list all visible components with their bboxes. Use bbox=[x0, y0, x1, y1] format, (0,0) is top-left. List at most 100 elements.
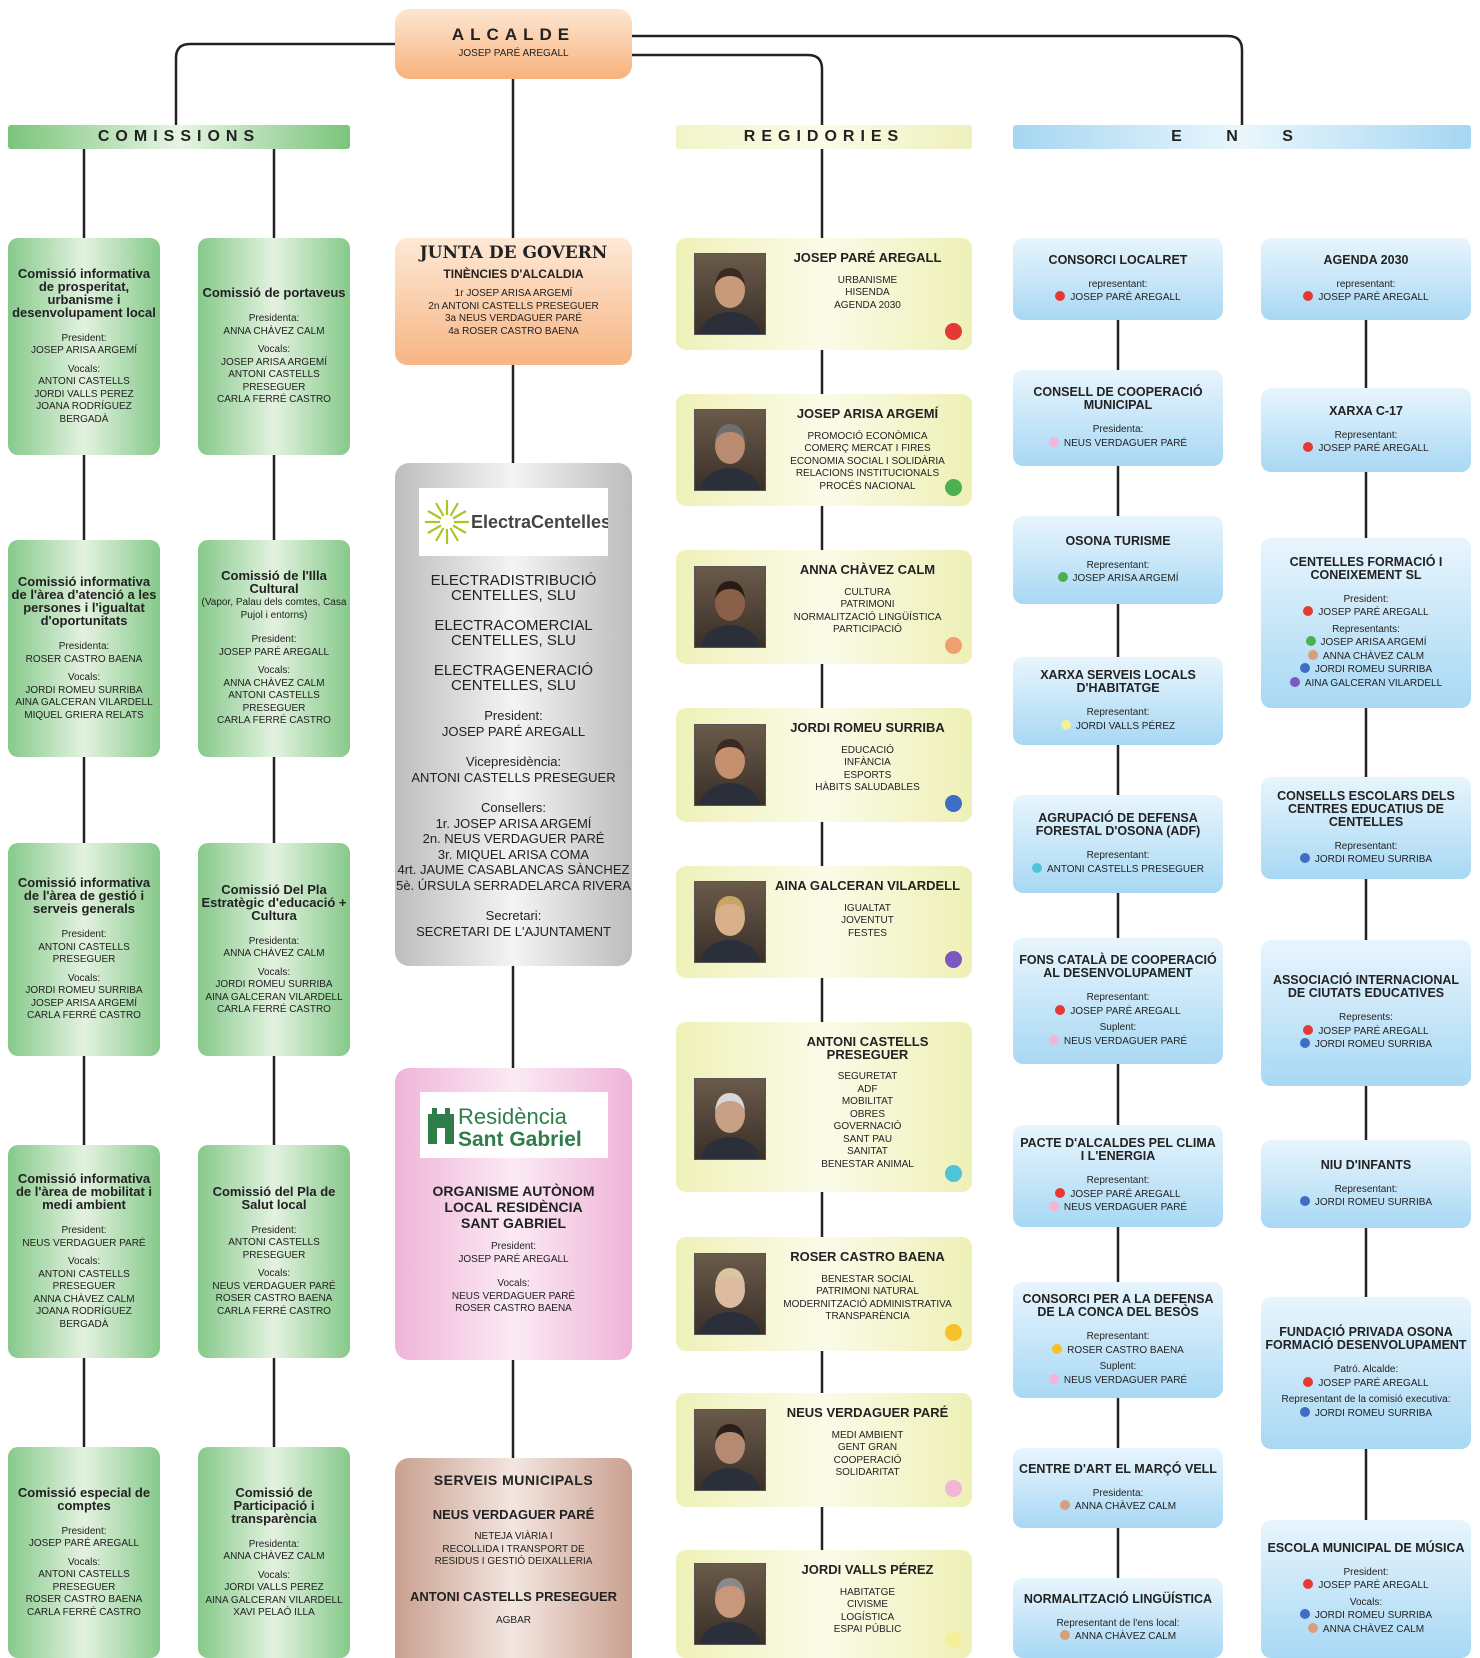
commission-vocals: ANTONI CASTELLS PRESEGUER ANNA CHÀVEZ CA… bbox=[33, 1268, 135, 1330]
residencia-logo: Residència Sant Gabriel bbox=[420, 1092, 608, 1158]
ens-member-name: JOSEP PARÉ AREGALL bbox=[1318, 1377, 1429, 1389]
councillor-color-dot bbox=[945, 1480, 962, 1497]
commission-president: ROSER CASTRO BAENA bbox=[25, 653, 143, 665]
ens-title: OSONA TURISME bbox=[1065, 533, 1171, 548]
ens-role-label: Presidenta: bbox=[1092, 424, 1144, 435]
member-color-dot bbox=[1060, 719, 1071, 730]
ens-member-name: JOSEP PARÉ AREGALL bbox=[1318, 1025, 1429, 1037]
commission-title: Comissió de l'Illa Cultural bbox=[221, 568, 327, 597]
alcalde-box: ALCALDE JOSEP PARÉ AREGALL bbox=[395, 9, 632, 79]
commission-title: Comissió de Participació i transparència bbox=[231, 1484, 317, 1526]
councillor-areas: IGUALTAT JOVENTUT FESTES bbox=[841, 902, 894, 939]
councillor-photo bbox=[694, 724, 766, 806]
person-silhouette-icon bbox=[700, 1578, 760, 1644]
member-color-dot bbox=[1303, 606, 1314, 617]
councillor-areas: URBANISME HISENDA AGENDA 2030 bbox=[834, 274, 901, 311]
commission-vocals: JORDI ROMEU SURRIBA AINA GALCERAN VILARD… bbox=[15, 684, 153, 721]
ens-member: JOSEP PARÉ AREGALL bbox=[1265, 1376, 1467, 1391]
commission-title: Comissió especial de comptes bbox=[17, 1484, 151, 1513]
councillor-color-dot bbox=[945, 1324, 962, 1341]
ens-title: AGRUPACIÓ DE DEFENSA FORESTAL D'OSONA (A… bbox=[1035, 811, 1201, 838]
ens-member: JORDI VALLS PÉREZ bbox=[1017, 719, 1219, 734]
ens-role-label: Suplent: bbox=[1099, 1022, 1137, 1033]
commission-vocals-label: Vocals: bbox=[67, 1256, 101, 1267]
member-color-dot bbox=[1057, 572, 1068, 582]
councillor-name: JORDI ROMEU SURRIBA bbox=[790, 720, 945, 735]
member-color-dot bbox=[1299, 1406, 1310, 1417]
ens-role-label: Representant de la comisió executiva: bbox=[1281, 1394, 1451, 1405]
residencia-title: ORGANISME AUTÒNOM LOCAL RESIDÈNCIA SANT … bbox=[432, 1183, 595, 1231]
person-silhouette-icon bbox=[700, 1424, 760, 1490]
ens-member: NEUS VERDAGUER PARÉ bbox=[1017, 436, 1219, 451]
member-color-dot bbox=[1299, 1038, 1310, 1049]
electra-centelles-logo: ElectraCentelles bbox=[419, 488, 611, 556]
ens-member: ANNA CHÀVEZ CALM bbox=[1265, 1622, 1467, 1637]
ens-member-name: JORDI ROMEU SURRIBA bbox=[1314, 1610, 1433, 1622]
electra-centelles-box: ElectraCentelles ELECTRADISTRIBUCIÓ CENT… bbox=[395, 463, 632, 966]
member-color-dot bbox=[1303, 291, 1314, 301]
serveis-title: SERVEIS MUNICIPALS bbox=[433, 1472, 594, 1488]
residencia-logo-text: Residència bbox=[458, 1104, 568, 1129]
ens-member-name: JOSEP ARISA ARGEMÍ bbox=[1320, 637, 1427, 649]
commission-role-label: President: bbox=[61, 929, 107, 941]
commission-box: Comissió de Participació i transparència… bbox=[198, 1447, 350, 1658]
person-silhouette-icon bbox=[700, 581, 760, 647]
electra-company: ELECTRAGENERACIÓ CENTELLES, SLU bbox=[433, 662, 594, 694]
commission-president: NEUS VERDAGUER PARÉ bbox=[22, 1237, 146, 1249]
councillor-areas: PROMOCIÓ ECONÒMICA COMERÇ MERCAT I FIRES… bbox=[790, 430, 945, 492]
ens-member-name: ANNA CHÀVEZ CALM bbox=[1322, 650, 1425, 662]
councillor-color-dot bbox=[945, 479, 962, 496]
commission-title: Comissió informativa de l'àrea de gestió… bbox=[17, 875, 151, 917]
ens-role-label: Represents: bbox=[1339, 1012, 1393, 1024]
commission-role-label: Presidenta: bbox=[248, 935, 300, 947]
member-color-dot bbox=[1055, 291, 1066, 301]
ens-member-name: ROSER CASTRO BAENA bbox=[1067, 1344, 1184, 1356]
ens-member-name: ANNA CHÀVEZ CALM bbox=[1074, 1501, 1177, 1512]
ens-member: JOSEP PARÉ AREGALL bbox=[1017, 1004, 1219, 1019]
residencia-vocals: NEUS VERDAGUER PARÉ ROSER CASTRO BAENA bbox=[451, 1290, 576, 1315]
commission-title: Comissió informativa de prosperitat, urb… bbox=[12, 265, 156, 320]
ens-member: JOSEP PARÉ AREGALL bbox=[1265, 442, 1467, 456]
ens-member: JORDI ROMEU SURRIBA bbox=[1265, 1609, 1467, 1623]
commission-role-label: President: bbox=[61, 332, 107, 344]
commission-president: ANNA CHÀVEZ CALM bbox=[223, 325, 325, 337]
member-color-dot bbox=[1299, 1609, 1310, 1620]
serveis-name1: NEUS VERDAGUER PARÉ bbox=[432, 1506, 595, 1522]
ens-member-name: NEUS VERDAGUER PARÉ bbox=[1063, 437, 1188, 449]
ens-title: ASSOCIACIÓ INTERNACIONAL DE CIUTATS EDUC… bbox=[1272, 973, 1460, 1001]
councillor-photo bbox=[694, 409, 766, 491]
residencia-vocals-label: Vocals: bbox=[497, 1278, 530, 1289]
councillor-name: ANNA CHÀVEZ CALM bbox=[799, 562, 936, 577]
commission-vocals-label: Vocals: bbox=[257, 966, 291, 978]
councillor-color-dot bbox=[945, 323, 962, 340]
commission-role-label: President: bbox=[251, 634, 297, 646]
ens-role-label: Representants: bbox=[1332, 623, 1400, 635]
commission-vocals-label: Vocals: bbox=[257, 344, 291, 356]
ens-role-label: Representant: bbox=[1086, 1175, 1150, 1187]
ens-title: CONSORCI PER A LA DEFENSA DE LA CONCA DE… bbox=[1022, 1292, 1214, 1319]
commission-vocals-label: Vocals: bbox=[257, 1268, 291, 1280]
ens-member: AINA GALCERAN VILARDELL bbox=[1265, 676, 1467, 691]
councillor-color-dot bbox=[945, 795, 962, 812]
header-comissions: COMISSIONS bbox=[8, 125, 350, 149]
member-color-dot bbox=[1307, 649, 1318, 660]
ens-role-label: representant: bbox=[1088, 278, 1148, 290]
ens-member: NEUS VERDAGUER PARÉ bbox=[1017, 1201, 1219, 1215]
councillor-areas: CULTURA PATRIMONI NORMALITZACIÓ LINGÜÍST… bbox=[793, 586, 942, 636]
ens-member: JORDI ROMEU SURRIBA bbox=[1265, 853, 1467, 867]
member-color-dot bbox=[1289, 676, 1300, 687]
ens-member: JOSEP ARISA ARGEMÍ bbox=[1017, 572, 1219, 586]
ens-title: NIU D'INFANTS bbox=[1320, 1157, 1412, 1172]
ens-role-label: Representant: bbox=[1086, 707, 1150, 718]
